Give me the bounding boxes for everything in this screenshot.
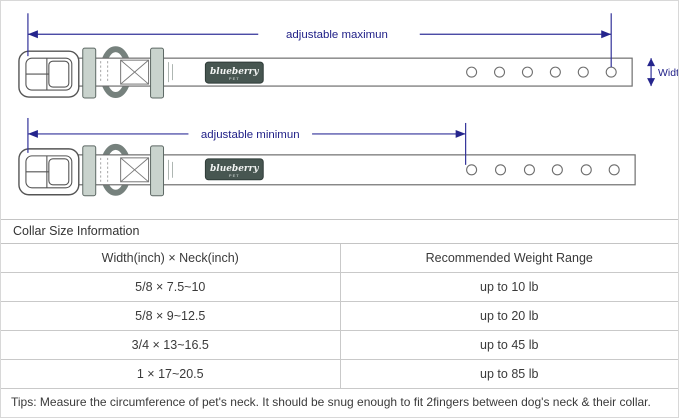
size-cell: 1 × 17~20.5 [1, 360, 340, 389]
size-cell: 5/8 × 9~12.5 [1, 302, 340, 331]
weight-cell: up to 85 lb [339, 360, 678, 389]
width-annotation: Width [647, 58, 678, 87]
brand-tag [204, 61, 264, 84]
keeper-band [82, 145, 97, 197]
collar-max-drawing: blueberry PET [18, 46, 633, 99]
brand-label: blueberry [210, 67, 259, 77]
weight-cell: up to 10 lb [339, 273, 678, 302]
column-header-size: Width(inch) × Neck(inch) [1, 244, 340, 273]
keeper-band [150, 145, 165, 197]
width-label: Width [658, 68, 678, 79]
adjustment-holes [466, 66, 617, 78]
keeper-band [150, 47, 165, 99]
column-header-weight: Recommended Weight Range [339, 244, 678, 273]
weight-cell: up to 20 lb [339, 302, 678, 331]
table-title: Collar Size Information [1, 220, 678, 244]
adjustment-holes [466, 164, 620, 176]
size-grid: Width(inch) × Neck(inch) Recommended Wei… [1, 244, 678, 389]
brand-tag [204, 158, 264, 181]
brand-sub-label: PET [229, 173, 240, 178]
collar-min-drawing: blueberry PET [18, 143, 636, 197]
brand-sub-label: PET [229, 76, 240, 81]
brand-label: blueberry [210, 164, 259, 174]
tips-note: Tips: Measure the circumference of pet's… [1, 389, 678, 416]
size-cell: 3/4 × 13~16.5 [1, 331, 340, 360]
collar-diagram-section: blueberry PET adjustable [1, 1, 678, 219]
size-cell: 5/8 × 7.5~10 [1, 273, 340, 302]
adjustable-minimum-annotation: adjustable minimun [27, 117, 467, 165]
adjustable-maximum-label: adjustable maximun [286, 29, 388, 41]
collar-diagram: blueberry PET adjustable [18, 13, 678, 197]
weight-cell: up to 45 lb [339, 331, 678, 360]
adjustable-maximum-annotation: adjustable maximun [27, 13, 612, 68]
keeper-band [82, 47, 97, 99]
size-table: Collar Size Information Width(inch) × Ne… [1, 219, 678, 416]
adjustable-minimum-label: adjustable minimun [201, 129, 300, 141]
